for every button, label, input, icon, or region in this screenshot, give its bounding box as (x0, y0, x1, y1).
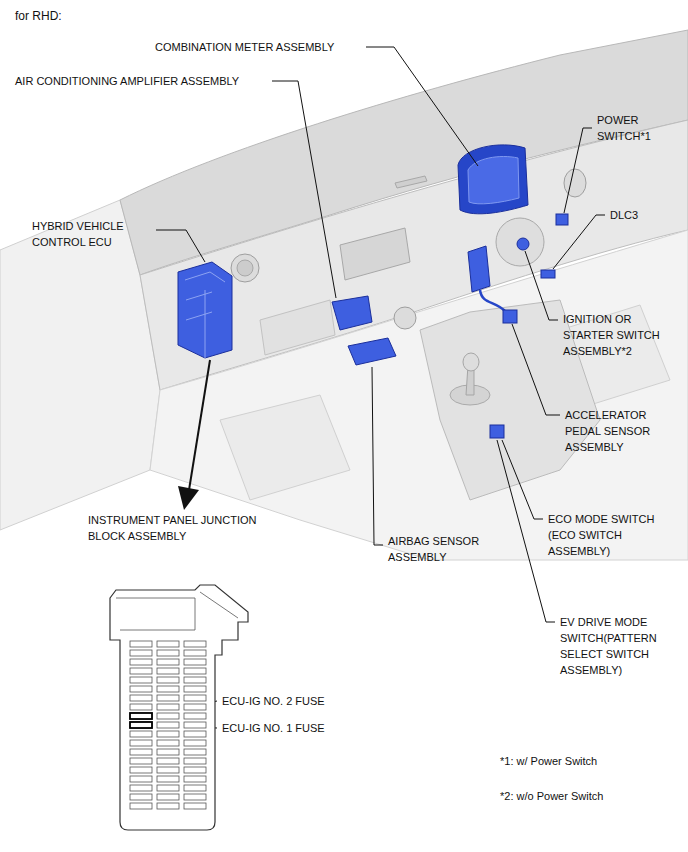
defroster-vent (395, 176, 427, 188)
leader-line (497, 440, 555, 622)
leader-line (372, 367, 383, 545)
fuse-label: ECU-IG NO. 1 FUSE (222, 720, 325, 736)
fuse-ecu-ig-2 (130, 713, 152, 719)
air-vent (394, 307, 416, 329)
part-label: IGNITION OR STARTER SWITCH ASSEMBLY*2 (563, 311, 673, 359)
part-label: INSTRUMENT PANEL JUNCTION BLOCK ASSEMBLY (88, 512, 293, 544)
air-vent (231, 254, 259, 282)
arrow-shaft (189, 360, 210, 490)
junction-block-detail (116, 592, 238, 630)
arrow-head (178, 486, 199, 510)
lower-area (150, 230, 688, 560)
ignition-switch (517, 238, 529, 250)
fuse-grid (128, 640, 209, 811)
shift-knob (463, 353, 479, 371)
part-label: AIR CONDITIONING AMPLIFIER ASSEMBLY (15, 73, 239, 89)
accelerator-bracket (468, 246, 490, 292)
part-label: HYBRID VEHICLE CONTROL ECU (32, 218, 152, 250)
highlighted-parts (178, 145, 568, 438)
leader-line (272, 81, 336, 298)
fuse-label: ECU-IG NO. 2 FUSE (222, 693, 325, 709)
glove-box (260, 300, 335, 355)
part-label: DLC3 (610, 207, 638, 223)
steering-column (496, 218, 544, 266)
center-display (340, 228, 410, 280)
part-label: POWER SWITCH*1 (597, 112, 661, 144)
air-vent (564, 169, 586, 197)
junction-block-outline (110, 585, 248, 830)
power-switch (556, 214, 568, 225)
part-label: ECO MODE SWITCH (ECO SWITCH ASSEMBLY) (548, 511, 673, 559)
part-label: ACCELERATOR PEDAL SENSOR ASSEMBLY (565, 407, 670, 455)
hybrid-ecu-detail (185, 272, 225, 358)
junction-block (110, 585, 248, 830)
junction-block-arrow (178, 360, 210, 510)
part-label: COMBINATION METER ASSEMBLY (155, 39, 334, 55)
accelerator-wire (480, 290, 506, 312)
part-label: EV DRIVE MODE SWITCH(PATTERN SELECT SWIT… (560, 614, 670, 678)
ac-amplifier (332, 296, 372, 330)
accelerator-sensor (503, 310, 517, 323)
dashboard (0, 30, 688, 560)
leader-line (525, 251, 558, 320)
combination-meter (458, 145, 528, 214)
leader-line (366, 47, 478, 166)
air-vent (237, 260, 253, 276)
footnote: *2: w/o Power Switch (500, 788, 603, 804)
footnote: *1: w/ Power Switch (500, 753, 597, 769)
combination-meter-face (468, 157, 519, 204)
leader-line (564, 128, 592, 213)
leader-line (156, 230, 205, 262)
dlc3 (541, 270, 555, 278)
fuse-ecu-ig-1 (130, 722, 152, 728)
floor-mat (220, 395, 350, 500)
part-label: AIRBAG SENSOR ASSEMBLY (388, 533, 503, 565)
leader-line (512, 324, 560, 415)
hybrid-ecu (178, 262, 232, 358)
page-heading: for RHD: (15, 8, 62, 24)
leader-line (553, 215, 605, 269)
airbag-sensor (348, 338, 396, 365)
eco-ev-switch (490, 425, 504, 438)
